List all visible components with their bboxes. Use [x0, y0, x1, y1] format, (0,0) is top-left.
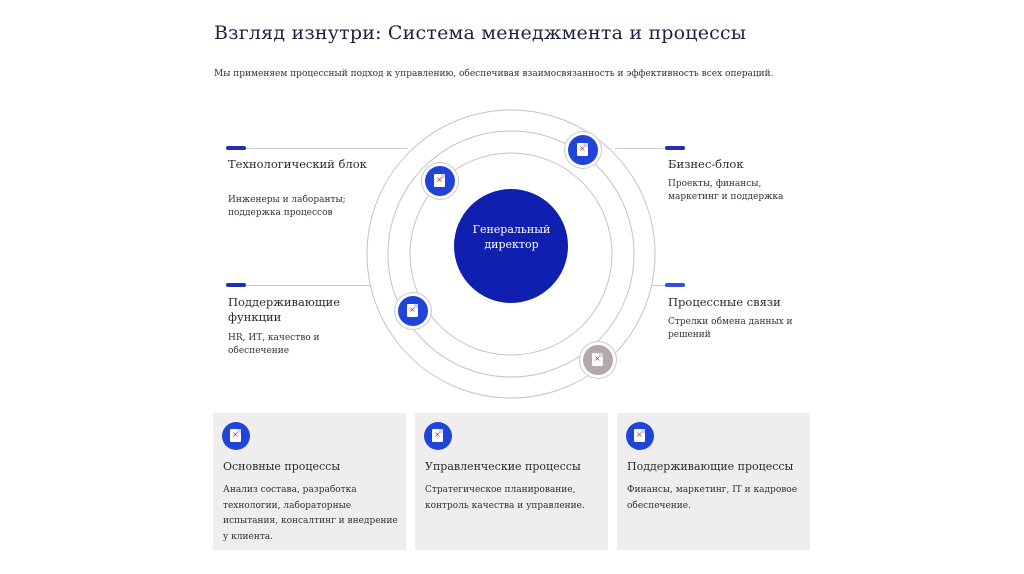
orbit-outer	[366, 109, 656, 399]
document-icon[interactable]	[425, 166, 455, 196]
document-icon[interactable]	[583, 345, 613, 375]
support-functions-text: HR, ИТ, качество и обеспечение	[228, 333, 320, 356]
tech-block-text: Инженеры и лаборанты; поддержка процессо…	[228, 195, 346, 218]
page-title: Взгляд изнутри: Система менеджмента и пр…	[214, 22, 747, 44]
page-subtitle: Мы применяем процессный подход к управле…	[214, 69, 774, 79]
business-block-title: Бизнес-блок	[668, 157, 744, 171]
document-icon[interactable]	[568, 135, 598, 165]
business-block-text: Проекты, финансы, маркетинг и поддержка	[668, 179, 784, 202]
card-title: Управленческие процессы	[425, 460, 581, 473]
process-links-title: Процессные связи	[668, 295, 781, 309]
tech-block-title: Технологический блок	[228, 157, 367, 171]
process-links-text: Стрелки обмена данных и решений	[668, 317, 793, 340]
card-title: Основные процессы	[223, 460, 341, 473]
support-functions-title: Поддерживающие функции	[228, 295, 341, 324]
connector-links	[652, 285, 665, 286]
card-text: Стратегическое планирование, контроль ка…	[425, 485, 585, 511]
accent-bar-support	[226, 283, 246, 287]
center-node	[454, 189, 568, 303]
connector-support	[246, 285, 371, 286]
card-text: Финансы, маркетинг, IT и кадровое обеспе…	[627, 485, 798, 511]
card-text: Анализ состава, разработка технологии, л…	[223, 485, 398, 542]
card-title: Поддерживающие процессы	[627, 460, 794, 473]
accent-bar-tech	[226, 146, 246, 150]
document-icon	[626, 422, 654, 450]
document-icon	[424, 422, 452, 450]
card-core-processes: Основные процессы Анализ состава, разраб…	[213, 413, 406, 550]
orbit-ring-3	[409, 152, 613, 356]
document-icon	[222, 422, 250, 450]
accent-bar-links	[665, 283, 685, 287]
card-management-processes: Управленческие процессы Стратегическое п…	[415, 413, 608, 550]
orbit-ring-2	[387, 130, 635, 378]
connector-business	[615, 148, 665, 149]
center-label: Генеральный директор	[472, 223, 551, 251]
accent-bar-business	[665, 146, 685, 150]
card-support-processes: Поддерживающие процессы Финансы, маркети…	[617, 413, 810, 550]
connector-tech	[246, 148, 408, 149]
document-icon[interactable]	[398, 296, 428, 326]
